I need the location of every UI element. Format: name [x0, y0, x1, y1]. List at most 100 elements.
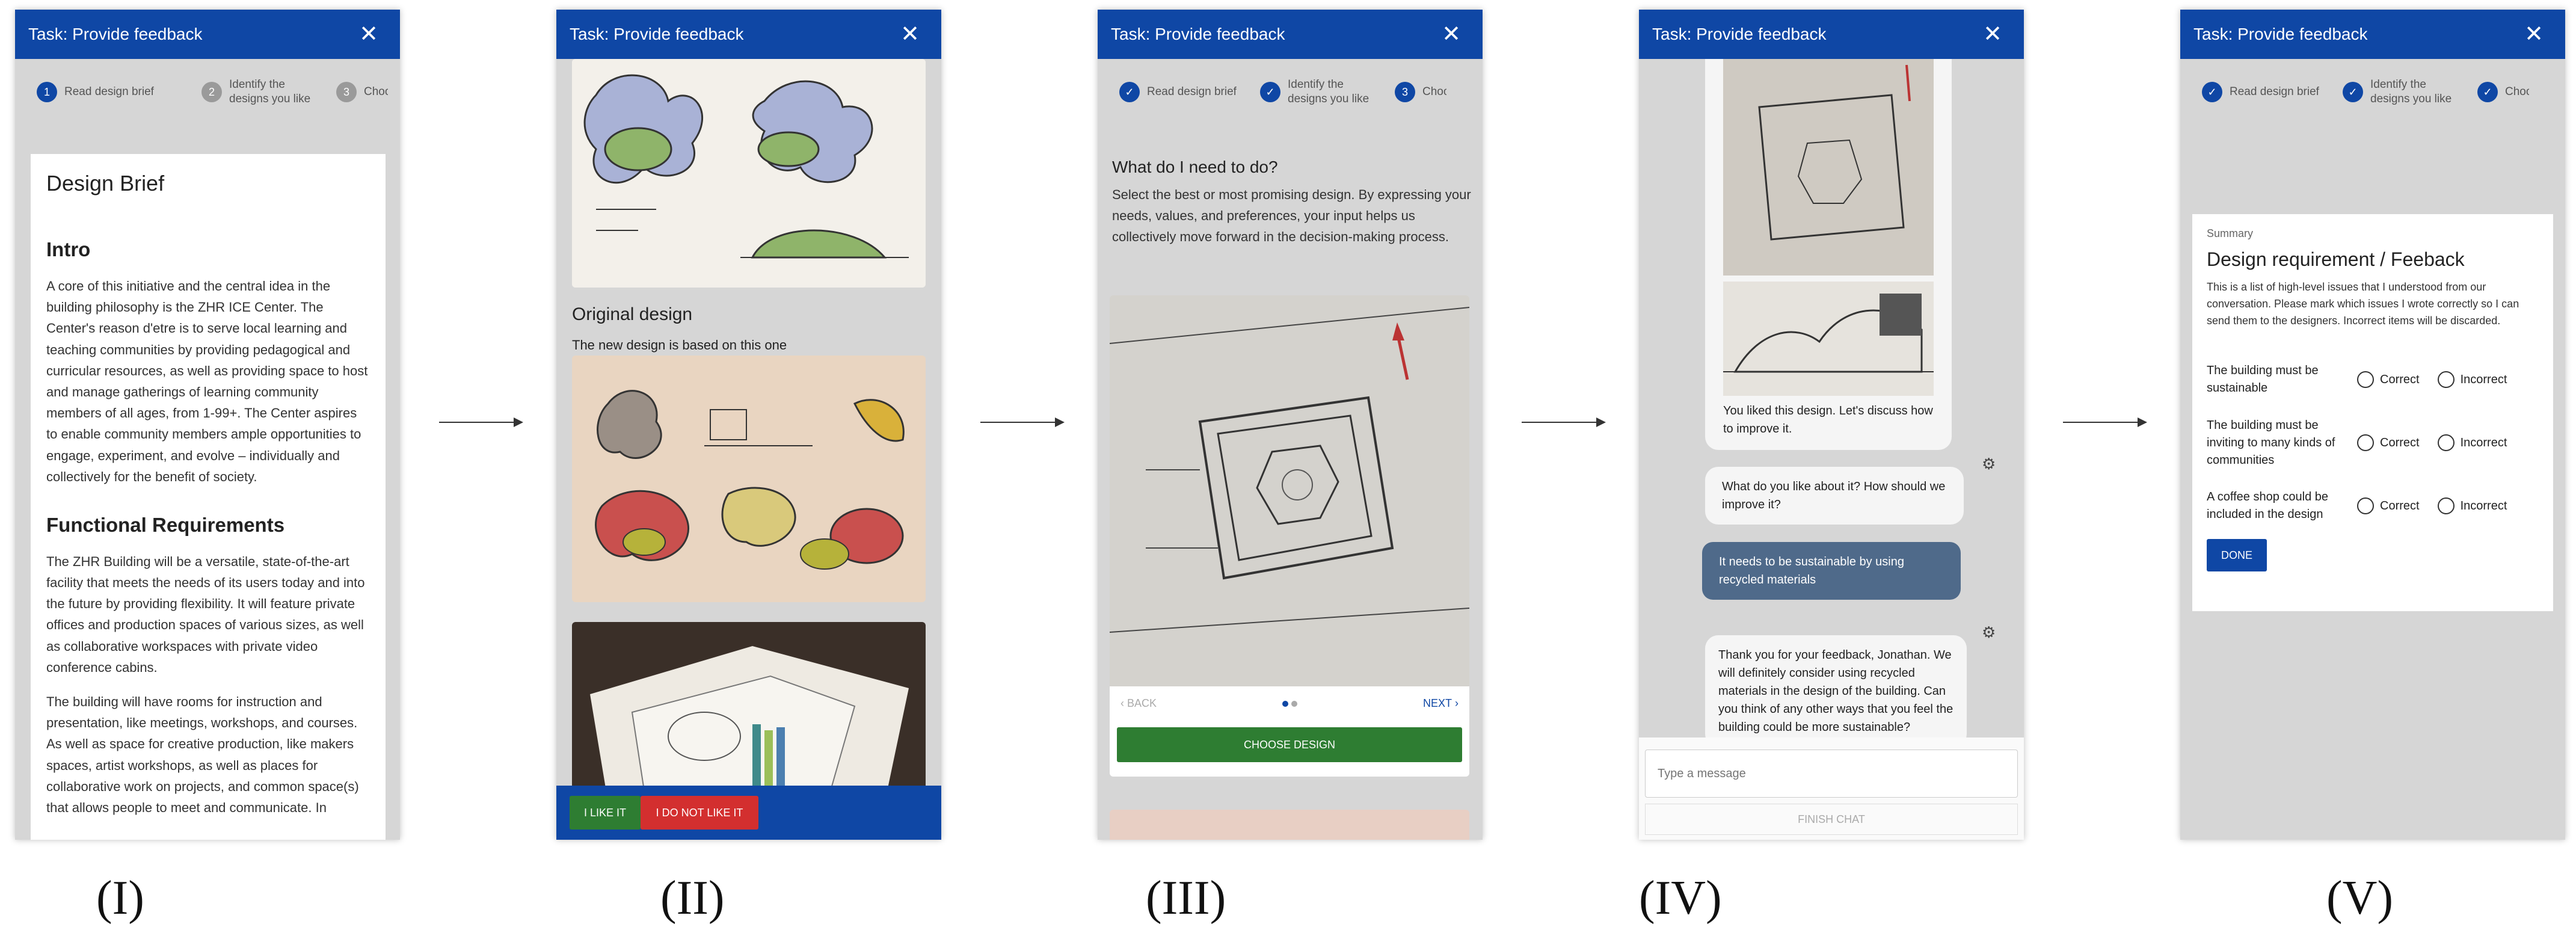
step-identify-designs[interactable]: ✓ Identify the designs you like: [2343, 78, 2461, 106]
panel-label: (II): [660, 872, 725, 925]
step-label: Read design brief: [2230, 85, 2319, 99]
finish-chat-button[interactable]: FINISH CHAT: [1645, 804, 2018, 835]
requirement-row: The building must be inviting to many ki…: [2207, 407, 2544, 479]
step-label: Choose design: [2505, 85, 2529, 99]
design-image: [1723, 282, 1934, 396]
design-brief[interactable]: Design Brief Intro A core of this initia…: [31, 154, 386, 840]
arrow-icon: [2063, 415, 2147, 430]
design-image[interactable]: [572, 356, 926, 602]
task-title: Task: Provide feedback: [1111, 25, 1285, 43]
like-button[interactable]: I LIKE IT: [570, 796, 641, 830]
design-image: [1723, 59, 1934, 276]
requirement-text: A coffee shop could be included in the d…: [2207, 490, 2329, 521]
correct-radio[interactable]: [2357, 434, 2374, 451]
stepper: 1 Read design brief 2 Identify the desig…: [15, 59, 400, 125]
next-design-card[interactable]: [1110, 810, 1469, 840]
dot[interactable]: [1282, 700, 1288, 707]
check-icon: ✓: [2202, 82, 2222, 102]
chevron-right-icon[interactable]: ›: [1452, 697, 1459, 709]
task-header: Task: Provide feedback ✕: [1639, 10, 2024, 59]
panel-label: (IV): [1639, 872, 1722, 925]
next-button[interactable]: NEXT: [1422, 697, 1452, 709]
based-on-text: The new design is based on this one: [572, 337, 787, 353]
step-read-brief[interactable]: ✓ Read design brief: [2202, 82, 2326, 102]
question-heading: What do I need to do?: [1112, 158, 1278, 176]
panel-read-brief: Task: Provide feedback ✕ 1 Read design b…: [15, 10, 400, 840]
step-label: Identify the designs you like: [2370, 78, 2452, 105]
step-label: Identify the designs you like: [1288, 78, 1369, 105]
correct-label: Correct: [2380, 372, 2420, 386]
intro-heading: Intro: [46, 238, 91, 260]
step-label: Choose design: [1422, 85, 1446, 99]
check-icon: ✓: [1260, 82, 1280, 102]
step-number-2: 2: [201, 82, 222, 102]
bot-message: Thank you for your feedback, Jonathan. W…: [1705, 635, 1967, 747]
design-image: [1110, 295, 1469, 686]
step-choose-design[interactable]: 3 Choose design: [336, 82, 388, 102]
correct-label: Correct: [2380, 436, 2420, 449]
choose-design-button[interactable]: CHOOSE DESIGN: [1117, 727, 1462, 762]
chat-input-area: FINISH CHAT: [1639, 737, 2024, 840]
correct-label: Correct: [2380, 499, 2420, 513]
task-header: Task: Provide feedback ✕: [556, 10, 941, 59]
summary-description: This is a list of high-level issues that…: [2207, 281, 2519, 327]
requirement-row: The building must be sustainable Correct…: [2207, 353, 2544, 407]
task-title: Task: Provide feedback: [570, 25, 744, 43]
check-icon: ✓: [2477, 82, 2498, 102]
close-icon[interactable]: ✕: [359, 22, 378, 47]
design-card: ‹ BACK NEXT › CHOOSE DESIGN: [1110, 295, 1469, 777]
dot[interactable]: [1291, 700, 1298, 707]
carousel-nav: ‹ BACK NEXT ›: [1110, 686, 1469, 720]
carousel-dots: [1157, 697, 1423, 710]
bot-message: What do you like about it? How should we…: [1705, 467, 1964, 525]
correct-radio[interactable]: [2357, 497, 2374, 514]
step-read-brief[interactable]: ✓ Read design brief: [1119, 82, 1243, 102]
robot-icon: ⚙: [1982, 455, 1996, 473]
arrow-icon: [1522, 415, 1606, 430]
step-choose-design[interactable]: 3 Choose design: [1395, 82, 1446, 102]
chevron-left-icon[interactable]: ‹: [1120, 697, 1127, 709]
panel-chat: Task: Provide feedback ✕ You liked this …: [1639, 10, 2024, 840]
done-button[interactable]: DONE: [2207, 539, 2267, 571]
action-bar: I LIKE IT I DO NOT LIKE IT: [556, 786, 941, 840]
panel-label: (V): [2326, 872, 2394, 925]
incorrect-label: Incorrect: [2460, 372, 2507, 386]
incorrect-radio[interactable]: [2437, 371, 2455, 388]
close-icon[interactable]: ✕: [900, 22, 920, 47]
summary-title: Design requirement / Feeback: [2207, 248, 2465, 270]
step-read-brief[interactable]: 1 Read design brief: [37, 82, 185, 102]
close-icon[interactable]: ✕: [2524, 22, 2544, 47]
step-number-1: 1: [37, 82, 57, 102]
correct-radio[interactable]: [2357, 371, 2374, 388]
panel-label: (I): [96, 872, 144, 925]
close-icon[interactable]: ✕: [1442, 22, 1461, 47]
incorrect-radio[interactable]: [2437, 434, 2455, 451]
task-header: Task: Provide feedback ✕: [1098, 10, 1483, 59]
summary-kicker: Summary: [2207, 227, 2254, 239]
requirement-text: The building must be inviting to many ki…: [2207, 418, 2335, 467]
requirement-list: The building must be sustainable Correct…: [2207, 353, 2544, 571]
step-label: Identify the designs you like: [229, 78, 311, 105]
dislike-button[interactable]: I DO NOT LIKE IT: [641, 796, 758, 830]
task-header: Task: Provide feedback ✕: [15, 10, 400, 59]
task-title: Task: Provide feedback: [1652, 25, 1827, 43]
panel-choose-design: Task: Provide feedback ✕ ✓ Read design b…: [1098, 10, 1483, 840]
panel-summary: Task: Provide feedback ✕ ✓ Read design b…: [2180, 10, 2565, 840]
incorrect-label: Incorrect: [2460, 499, 2507, 513]
incorrect-radio[interactable]: [2437, 497, 2455, 514]
functional-text: The building will have rooms for instruc…: [46, 694, 359, 815]
step-number-3: 3: [336, 82, 357, 102]
close-icon[interactable]: ✕: [1983, 22, 2002, 47]
arrow-icon: [980, 415, 1065, 430]
message-input[interactable]: [1645, 750, 2018, 798]
functional-text: The ZHR Building will be a versatile, st…: [46, 553, 365, 675]
step-choose-design[interactable]: ✓ Choose design: [2477, 82, 2529, 102]
panel-label: (III): [1146, 872, 1226, 925]
step-identify-designs[interactable]: 2 Identify the designs you like: [201, 78, 319, 106]
back-button[interactable]: BACK: [1127, 697, 1157, 709]
design-image[interactable]: [572, 622, 926, 802]
step-identify-designs[interactable]: ✓ Identify the designs you like: [1260, 78, 1378, 106]
step-label: Choose design: [364, 85, 388, 99]
stepper: ✓ Read design brief ✓ Identify the desig…: [2180, 59, 2565, 125]
liked-text: You liked this design. Let's discuss how…: [1723, 404, 1933, 436]
